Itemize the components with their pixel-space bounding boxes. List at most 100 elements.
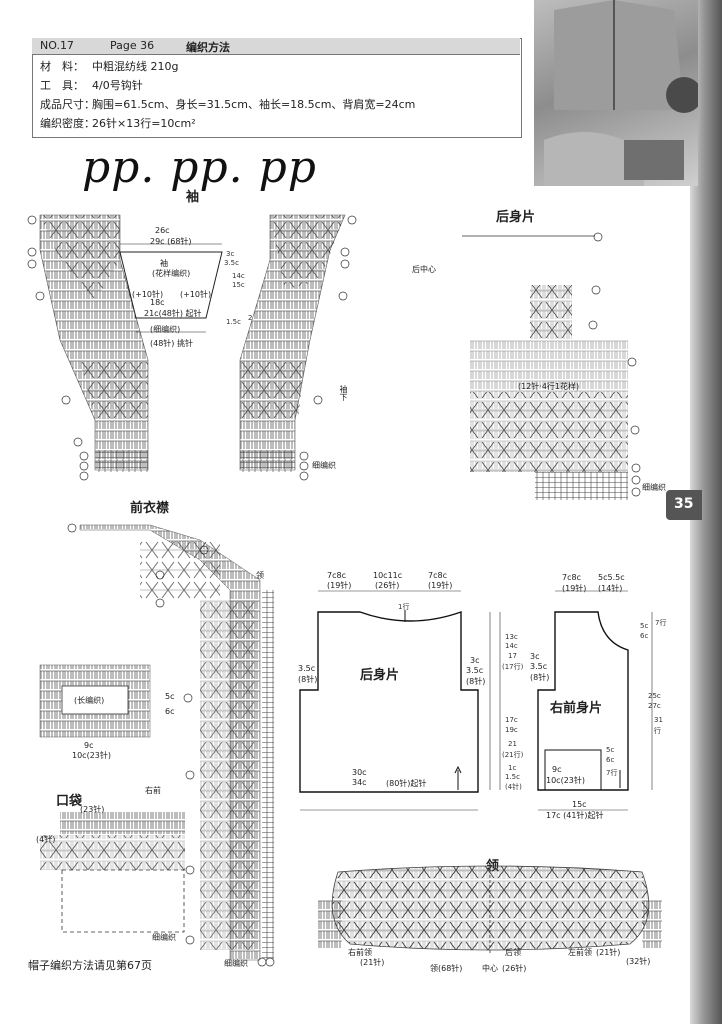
bs-side-r1: 3c xyxy=(470,656,480,665)
info-line-material: 材 料：中粗混纺线 210g xyxy=(40,60,179,73)
bs-side-r2: 3.5c xyxy=(466,666,484,675)
back-pattern-label: (12针·4行1花样) xyxy=(518,382,580,391)
fs-side3: (8针) xyxy=(530,673,550,682)
back-schematic-title: 后身片 xyxy=(360,668,400,683)
header-bar xyxy=(32,38,520,55)
fs-r9: 6c xyxy=(606,756,615,764)
bs-h9: 1c xyxy=(508,764,517,772)
watermark-text: pp. pp. pp xyxy=(82,142,317,193)
front-band-title: 前衣襟 xyxy=(130,501,170,516)
front-band2-label: 细编织 xyxy=(224,959,248,968)
dimension-lines xyxy=(300,590,653,811)
sleeve-mid2: 21c(48针) 起针 xyxy=(144,309,202,318)
fs-pocket1: 9c xyxy=(552,765,562,774)
fs-r5: 27c xyxy=(648,702,661,710)
sleeve-inc-left: (+10针) xyxy=(132,290,164,299)
info-line-gauge: 编织密度：26针×13行=10cm² xyxy=(40,117,196,130)
bs-h10: 1.5c xyxy=(505,773,520,781)
sleeve-h5: 1.5c xyxy=(226,318,241,326)
front-schematic xyxy=(537,611,629,791)
pocket-h1: 5c xyxy=(165,692,175,701)
header-heading: 编织方法 xyxy=(186,41,230,54)
bs-top-right1: 7c8c xyxy=(428,571,447,580)
fs-r2: 6c xyxy=(640,632,649,640)
fs-r4: 25c xyxy=(648,692,661,700)
page-number-tab xyxy=(666,490,702,520)
bs-h11: (4针) xyxy=(505,783,522,791)
garment-photo xyxy=(534,0,698,186)
fs-pocket2: 10c(23针) xyxy=(546,776,585,785)
fs-r3: 7行 xyxy=(655,619,667,627)
back-chart xyxy=(462,232,641,500)
sleeve-h4: 15c xyxy=(232,281,245,289)
sleeve-h1: 3c xyxy=(226,250,235,258)
pocket-top: (23针) xyxy=(80,805,105,814)
page-ref: Page 36 xyxy=(110,39,155,52)
sleeve-inc-right: (+10针) xyxy=(180,290,212,299)
fs-top-left1: 7c8c xyxy=(562,573,581,582)
back-schematic xyxy=(299,610,479,793)
bs-h2: 14c xyxy=(505,642,518,650)
back-title: 后身片 xyxy=(496,210,536,225)
bs-bottom3: (80针)起针 xyxy=(386,779,427,788)
bs-h8: (21行) xyxy=(502,751,524,759)
fs-side2: 3.5c xyxy=(530,662,548,671)
fs-top-right2: (14针) xyxy=(598,584,623,593)
pocket-chart xyxy=(40,812,185,933)
footer-note: 帽子编织方法请见第67页 xyxy=(28,959,152,972)
fs-top-left2: (19针) xyxy=(562,584,587,593)
info-line-tool: 工 具：4/0号钩针 xyxy=(40,79,143,92)
pocket-w1: 9c xyxy=(84,741,94,750)
bs-side-r3: (8针) xyxy=(466,677,486,686)
sleeve-h2: 3.5c xyxy=(224,259,239,267)
pattern-number: NO.17 xyxy=(40,39,74,52)
info-line-size: 成品尺寸：胸围=61.5cm、身长=31.5cm、袖长=18.5cm、背肩宽=2… xyxy=(40,98,416,111)
bs-h3: 17 xyxy=(508,652,517,660)
bs-top-left1: 7c8c xyxy=(327,571,346,580)
fs-r1: 5c xyxy=(640,622,649,630)
sleeve-band: (细编织) xyxy=(150,325,181,334)
sleeve-top1: 26c xyxy=(155,226,170,235)
collar-total: 领(68针) xyxy=(430,964,463,973)
collar-left-n: (21针) xyxy=(360,958,385,967)
collar-left: 右前领 xyxy=(348,948,372,957)
pocket-w2: 10c(23针) xyxy=(72,751,111,760)
pocket-h2: 6c xyxy=(165,707,175,716)
collar-chart xyxy=(318,865,662,955)
sleeve-pick: (48针) 挑针 xyxy=(150,339,193,348)
pocket-left: (4针) xyxy=(36,835,56,844)
fs-r8: 5c xyxy=(606,746,615,754)
fs-r10: 7行 xyxy=(606,769,618,777)
sleeve-h6: 2 xyxy=(248,314,253,322)
bs-side-l2: (8针) xyxy=(298,675,318,684)
sleeve-top2: 29c (68针) xyxy=(150,237,192,246)
bs-side-l1: 3.5c xyxy=(298,664,316,673)
bs-h7: 21 xyxy=(508,740,517,748)
sleeve-side-label: 袖下 xyxy=(339,385,348,401)
front-band1-label: 细编织 xyxy=(152,933,176,942)
front-right-label: 右前 xyxy=(145,786,161,795)
sleeve-schematic xyxy=(119,243,223,333)
front-schematic-title: 右前身片 xyxy=(550,701,603,716)
fs-bottom1: 15c xyxy=(572,800,587,809)
front-band-chart xyxy=(67,523,275,967)
bs-neck: 1行 xyxy=(398,603,410,611)
pocket-long-label: (长编织) xyxy=(74,696,105,705)
fs-side1: 3c xyxy=(530,652,540,661)
sleeve-schematic-title: 袖 xyxy=(160,259,168,268)
fs-bottom2: 17c (41针)起针 xyxy=(546,811,604,820)
fs-r6: 31 xyxy=(654,716,663,724)
collar-right: 左前领 xyxy=(568,948,592,957)
bs-top-right2: (19针) xyxy=(428,581,453,590)
bs-top-mid1: 10c11c xyxy=(373,571,403,580)
page-number: 35 xyxy=(674,496,694,512)
bs-h4: (17行) xyxy=(502,663,524,671)
back-center-label: 后中心 xyxy=(412,265,436,274)
collar-mid-n: (26针) xyxy=(502,964,527,973)
pocket-long-chart xyxy=(39,664,151,738)
front-collar-label: 领 xyxy=(256,571,264,580)
sleeve-schematic-sub: (花样编织) xyxy=(152,269,191,278)
fs-r7: 行 xyxy=(654,727,661,735)
collar-right2: (32针) xyxy=(626,957,651,966)
